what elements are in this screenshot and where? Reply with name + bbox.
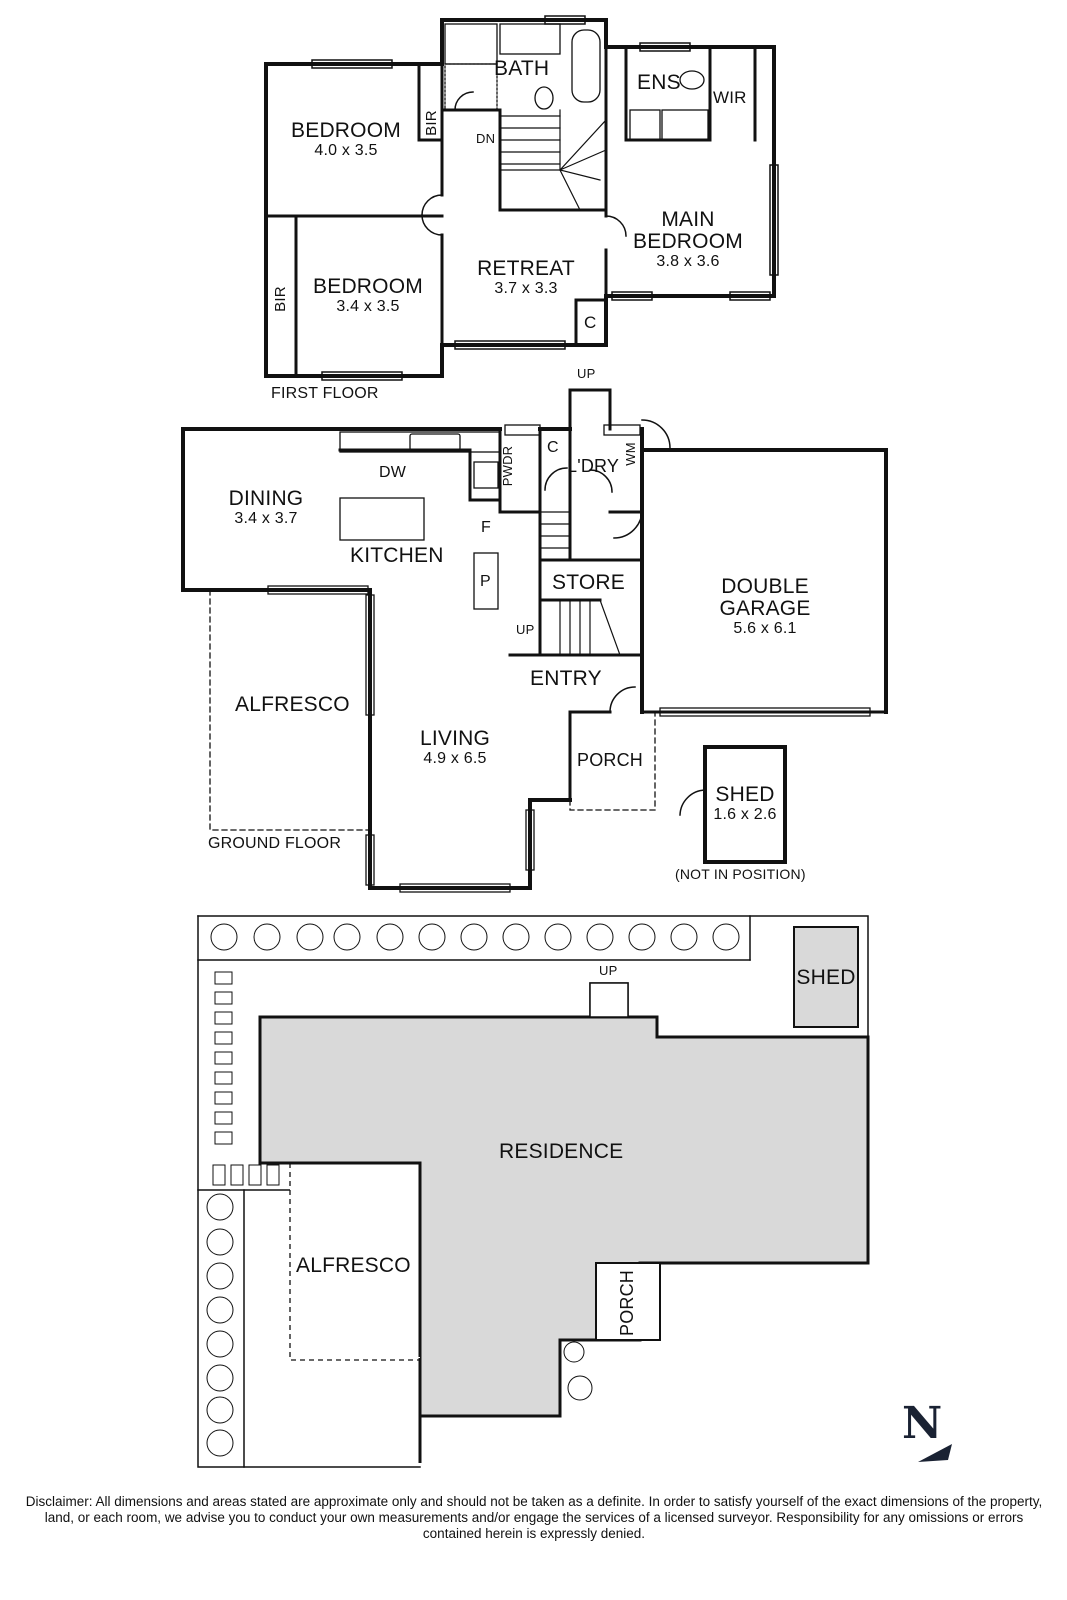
- ground-stairs: [539, 511, 621, 656]
- room-porch: PORCH: [577, 750, 644, 770]
- room-shed-dim: 1.6 x 2.6: [713, 806, 777, 823]
- stairs-down-label: DN: [476, 131, 496, 146]
- room-shed: SHED 1.6 x 2.6: [702, 784, 788, 824]
- site-porch-label: PORCH: [617, 1270, 637, 1337]
- stairs-up-label: UP: [516, 622, 535, 637]
- room-dining: DINING 3.4 x 3.7: [206, 488, 326, 528]
- room-bath: BATH: [494, 57, 550, 80]
- room-living-dim: 4.9 x 6.5: [423, 750, 487, 767]
- door-swings: [421, 91, 627, 237]
- room-garage-dim: 5.6 x 6.1: [733, 620, 797, 637]
- kitchen-fixtures: [267, 424, 871, 893]
- room-living: LIVING 4.9 x 6.5: [395, 728, 515, 768]
- ground-floor-caption: GROUND FLOOR: [208, 835, 342, 852]
- room-cupboard-ff: C: [584, 313, 597, 332]
- site-porch: [595, 1262, 661, 1341]
- trees: [206, 923, 740, 1457]
- site-up: [589, 982, 629, 1018]
- top-up-label: UP: [577, 366, 596, 381]
- room-entry: ENTRY: [530, 667, 602, 690]
- room-main-bedroom-dim: 3.8 x 3.6: [656, 253, 720, 270]
- stair-treads: [499, 109, 607, 211]
- site-alfresco-label: ALFRESCO: [296, 1254, 411, 1277]
- pavers: [212, 971, 280, 1186]
- appliance-fridge: F: [481, 519, 491, 536]
- appliance-wm: WM: [623, 442, 638, 466]
- alfresco-dashes: [209, 589, 656, 831]
- north-arrow-icon: [918, 1444, 952, 1462]
- room-pantry: P: [480, 573, 491, 590]
- north-label: N: [902, 1398, 943, 1449]
- room-store: STORE: [552, 571, 625, 594]
- bath-fixtures: [444, 23, 709, 141]
- room-dining-name: DINING: [228, 487, 304, 510]
- ground-floor-inner-walls: [338, 388, 888, 802]
- site-shed: [793, 926, 859, 1028]
- room-laundry: L'DRY: [567, 456, 620, 476]
- room-bedroom-2-dim: 3.4 x 3.5: [336, 298, 400, 315]
- disclaimer: Disclaimer: All dimensions and areas sta…: [25, 1494, 1043, 1541]
- room-bir-top: BIR: [423, 110, 440, 136]
- room-shed-name: SHED: [715, 783, 775, 806]
- room-main-bedroom-name: MAIN BEDROOM: [633, 208, 743, 253]
- room-wir: WIR: [713, 88, 747, 107]
- room-bedroom-1-name: BEDROOM: [291, 119, 401, 142]
- site-shed-label: SHED: [796, 966, 856, 989]
- site-alfresco: [290, 1163, 420, 1358]
- first-floor-inner-walls: [264, 45, 757, 378]
- windows: [311, 15, 779, 381]
- appliance-dw: DW: [379, 464, 407, 481]
- room-retreat-name: RETREAT: [477, 257, 575, 280]
- room-garage-name: DOUBLE GARAGE: [719, 575, 811, 620]
- room-bedroom-2: BEDROOM 3.4 x 3.5: [308, 276, 428, 316]
- room-alfresco: ALFRESCO: [235, 693, 350, 716]
- room-bir-left: BIR: [272, 286, 289, 312]
- room-cupboard-gf: C: [547, 439, 559, 456]
- shed-walls: [703, 745, 787, 864]
- room-bedroom-1: BEDROOM 4.0 x 3.5: [286, 120, 406, 160]
- room-double-garage: DOUBLE GARAGE 5.6 x 6.1: [705, 554, 825, 660]
- ground-door-swings: [544, 419, 706, 816]
- room-kitchen: KITCHEN: [350, 544, 444, 567]
- shed-note: (NOT IN POSITION): [675, 866, 806, 882]
- first-floor-caption: FIRST FLOOR: [271, 385, 379, 402]
- site-residence-label: RESIDENCE: [499, 1140, 624, 1163]
- room-living-name: LIVING: [419, 727, 491, 750]
- room-bedroom-2-name: BEDROOM: [313, 275, 423, 298]
- room-main-bedroom: MAIN BEDROOM 3.8 x 3.6: [628, 187, 748, 293]
- room-pwdr: PWDR: [500, 445, 515, 487]
- room-bedroom-1-dim: 4.0 x 3.5: [314, 142, 378, 159]
- room-ens: ENS: [637, 71, 681, 94]
- room-retreat-dim: 3.7 x 3.3: [494, 280, 558, 297]
- room-retreat: RETREAT 3.7 x 3.3: [466, 258, 586, 298]
- site-up-label: UP: [599, 963, 618, 978]
- room-dining-dim: 3.4 x 3.7: [234, 510, 298, 527]
- ground-floor-walls: [181, 427, 888, 890]
